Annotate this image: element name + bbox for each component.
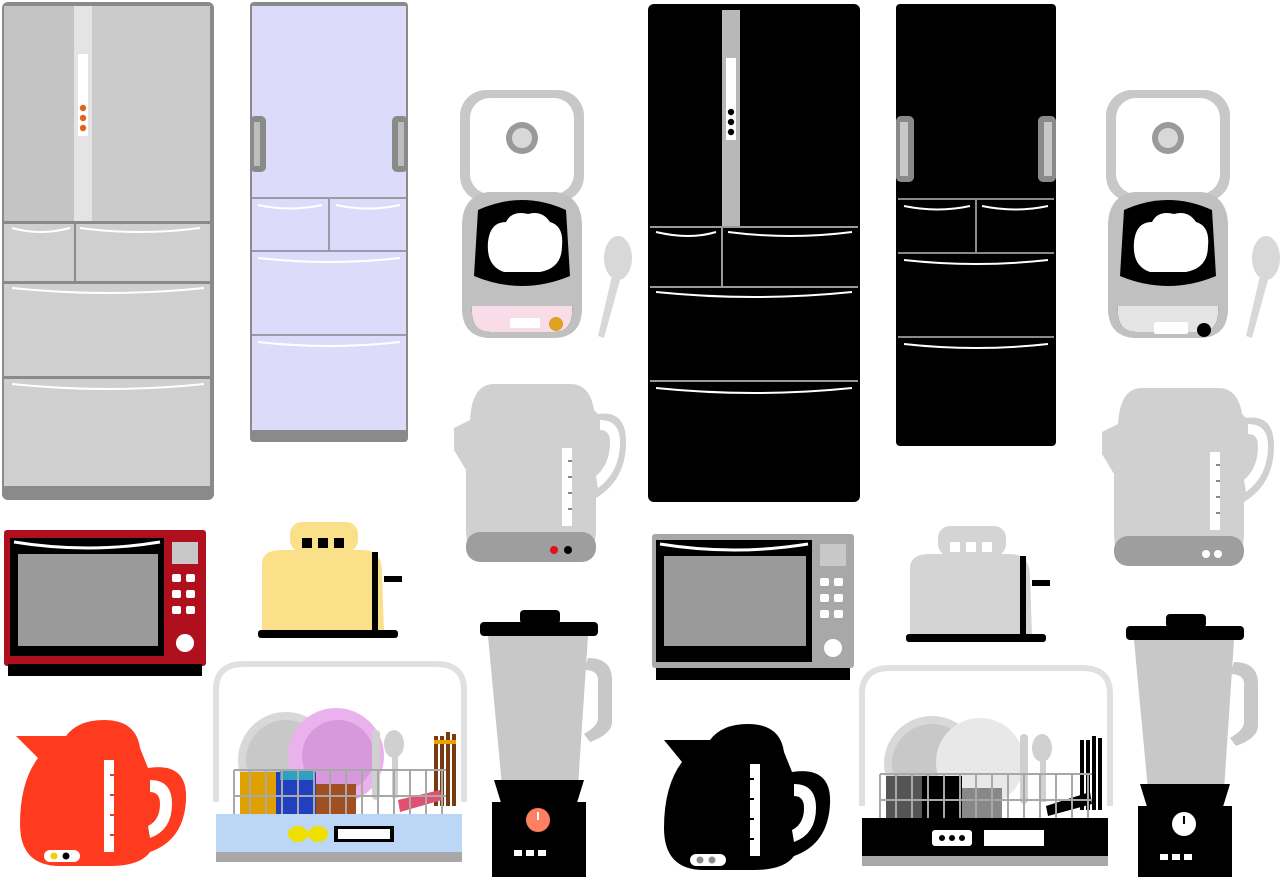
blender-white-knob	[1126, 614, 1258, 877]
lavender-refrigerator	[250, 2, 408, 442]
electric-kettle-red	[16, 720, 187, 866]
electric-pot-gray-buttons	[1102, 388, 1274, 566]
microwave-oven-gray	[652, 534, 854, 680]
electric-pot-red-buttons	[454, 384, 626, 562]
black-refrigerator	[896, 4, 1056, 446]
toaster-silver	[906, 526, 1050, 642]
silver-french-door-refrigerator	[2, 2, 214, 500]
electric-kettle-black	[664, 724, 831, 870]
dish-dryer-monochrome	[859, 665, 1113, 866]
blender-orange-knob	[480, 610, 612, 877]
black-french-door-refrigerator	[648, 4, 860, 502]
rice-cooker-gray	[1106, 90, 1280, 338]
rice-cooker-pink-panel	[460, 90, 632, 338]
toaster-yellow	[258, 522, 402, 638]
dish-dryer-color	[213, 661, 467, 862]
microwave-oven-red	[4, 530, 206, 676]
